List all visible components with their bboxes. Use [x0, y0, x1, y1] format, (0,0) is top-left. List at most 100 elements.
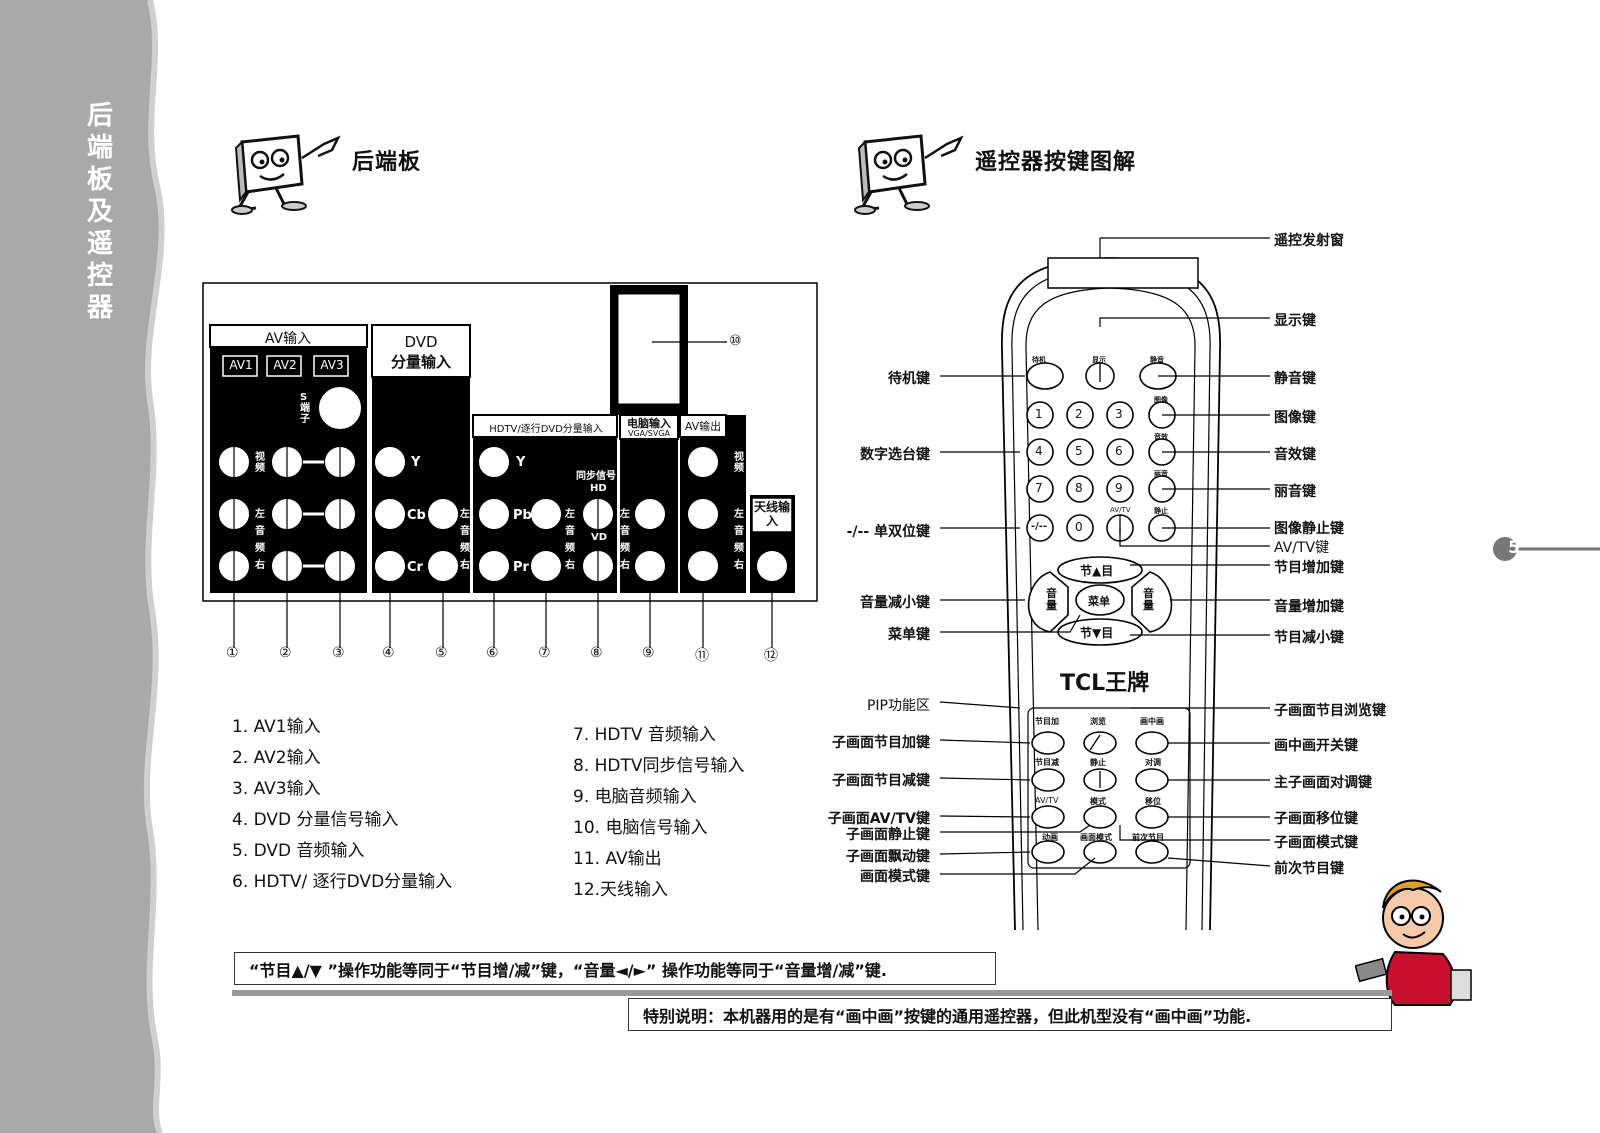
note-box-1: “节目▲/▼ ”操作功能等同于“节目增/减”键，“音量◄/►” 操作功能等同于“… [234, 952, 996, 985]
remote-label-right: 前次节目键 [1274, 861, 1344, 877]
pip-text: 浏览 [1090, 717, 1106, 726]
vd-label: VD [591, 532, 608, 543]
pc-title: 电脑输入 [627, 417, 671, 430]
pip-text: 画中画 [1140, 717, 1164, 726]
legend-item: 4. DVD 分量信号输入 [232, 810, 399, 830]
pip-text: 模式 [1090, 797, 1106, 806]
page-number: 5 [1508, 538, 1520, 558]
av-out-title: AV输出 [684, 420, 722, 433]
remote-btn-text-standby: 待机 [1032, 356, 1046, 364]
panel-number: ⑧ [590, 645, 603, 661]
remote-label-right: 主子画面对调键 [1274, 775, 1372, 791]
digit-4: 4 [1035, 444, 1043, 458]
av-in-audio-label: 左音频右 [255, 509, 265, 571]
remote-btn-text-freeze: 静止 [1154, 507, 1168, 515]
dash-button-text: -/-- [1031, 521, 1048, 532]
brand-logo: TCL王牌 [1060, 671, 1150, 696]
vol-right-text: 音量 [1143, 587, 1154, 612]
sidebar-band [0, 0, 165, 1133]
legend-item: 6. HDTV/ 逐行DVD分量输入 [232, 872, 453, 892]
pip-text: 对调 [1145, 758, 1161, 767]
digit-6: 6 [1115, 444, 1123, 458]
remote-label-left: 画面模式键 [860, 869, 930, 885]
remote-btn-text-mute: 静音 [1150, 356, 1164, 364]
av2-tab: AV2 [273, 358, 297, 372]
legend-item: 9. 电脑音频输入 [573, 787, 697, 807]
rear-panel-heading: 后端板 [352, 150, 422, 175]
digit-9: 9 [1115, 481, 1123, 495]
panel-number: ④ [382, 645, 395, 661]
panel-number: ⑨ [642, 645, 655, 661]
av-out-audio-label: 左音频右 [734, 509, 744, 571]
remote-label-left: 子画面静止键 [846, 827, 930, 843]
av-out-video-label: 视频 [734, 452, 744, 474]
remote-btn-text-avtv: AV/TV [1110, 506, 1131, 514]
remote-label-right: 节目增加键 [1274, 560, 1344, 576]
remote-label-right: 静音键 [1274, 371, 1316, 387]
panel-number: ⑫ [764, 648, 778, 664]
antenna-title: 天线输入 [753, 500, 790, 528]
pc-sub: VGA/SVGA [627, 429, 671, 438]
note-box-2: 特别说明：本机器用的是有“画中画”按键的通用遥控器，但此机型没有“画中画”功能. [628, 998, 1392, 1031]
digit-2: 2 [1075, 407, 1083, 421]
remote-label-right: 子画面移位键 [1274, 811, 1358, 827]
legend-item: 5. DVD 音频输入 [232, 841, 365, 861]
digit-8: 8 [1075, 481, 1083, 495]
legend-item: 8. HDTV同步信号输入 [573, 756, 745, 776]
dvd-audio-label: 左音频右 [460, 509, 470, 571]
s-terminal-label: S端子 [300, 392, 310, 425]
remote-label-left: 子画面AV/TV键 [827, 811, 930, 827]
divider-bar [232, 990, 1392, 996]
remote-label-right: 图像键 [1274, 410, 1316, 426]
legend-item: 2. AV2输入 [232, 748, 321, 768]
digit-5: 5 [1075, 444, 1083, 458]
tv-mascot-icon [231, 134, 341, 215]
remote-label-left: 子画面节目加键 [832, 735, 930, 751]
pip-text: 节目减 [1035, 758, 1059, 767]
pip-text: 移位 [1145, 797, 1161, 806]
remote-label-left: 子画面节目减键 [832, 773, 930, 789]
legend-item: 7. HDTV 音频输入 [573, 725, 716, 745]
remote-label-right: 图像静止键 [1274, 521, 1344, 537]
cartoon-boy-illustration [1355, 879, 1472, 1006]
legend-item: 10. 电脑信号输入 [573, 818, 708, 838]
digit-7: 7 [1035, 481, 1043, 495]
legend-item: 3. AV3输入 [232, 779, 321, 799]
remote-label-right: 子画面节目浏览键 [1274, 703, 1386, 719]
dvd-title-2: 分量输入 [390, 353, 451, 371]
pip-text: AV/TV [1035, 796, 1059, 805]
digit-3: 3 [1115, 407, 1123, 421]
hdtv-title: HDTV/逐行DVD分量输入 [489, 424, 603, 435]
pip-text: 画面模式 [1080, 833, 1112, 842]
hdtv-y-label: Y [516, 455, 526, 470]
hdtv-pr-label: Pr [513, 560, 529, 575]
remote-label-left: 子画面飘动键 [846, 849, 930, 865]
pip-text: 静止 [1090, 758, 1106, 767]
hdtv-pb-label: Pb [513, 508, 532, 523]
note-2-text: ：本机器用的是有“画中画”按键的通用遥控器，但此机型没有“画中画”功能. [707, 1006, 1252, 1026]
legend-item: 11. AV输出 [573, 849, 662, 869]
remote-label-left: -/-- 单双位键 [846, 524, 930, 540]
pip-text: 前次节目 [1132, 833, 1164, 842]
remote-btn-text-display: 显示 [1092, 356, 1106, 364]
callout-10: ⑩ [729, 333, 742, 349]
note-1-text: “节目▲/▼ ”操作功能等同于“节目增/减”键，“音量◄/►” 操作功能等同于“… [249, 960, 887, 980]
panel-number: ① [226, 645, 239, 661]
remote-label-left: 音量减小键 [860, 595, 930, 611]
remote-label-right: 音效键 [1274, 447, 1316, 463]
remote-control-diagram [1001, 238, 1221, 930]
remote-label-left: 菜单键 [888, 627, 930, 643]
remote-btn-text-image: 图像 [1154, 396, 1168, 404]
remote-label-left: PIP功能区 [866, 698, 930, 714]
sync-title: 同步信号 [576, 471, 616, 482]
legend-left: 1. AV1输入 2. AV2输入 3. AV3输入 4. DVD 分量信号输入… [232, 712, 452, 898]
legend-right: 7. HDTV 音频输入 8. HDTV同步信号输入 9. 电脑音频输入 10.… [573, 720, 745, 906]
remote-label-right: 遥控发射窗 [1274, 233, 1344, 249]
vol-left-text: 音量 [1046, 587, 1057, 612]
digit-1: 1 [1035, 407, 1043, 421]
menu-button-text: 菜单 [1088, 595, 1110, 608]
remote-label-right: 节目减小键 [1274, 630, 1344, 646]
panel-number: ③ [332, 645, 345, 661]
dvd-cr-label: Cr [407, 560, 423, 575]
pip-text: 节目加 [1035, 717, 1059, 726]
